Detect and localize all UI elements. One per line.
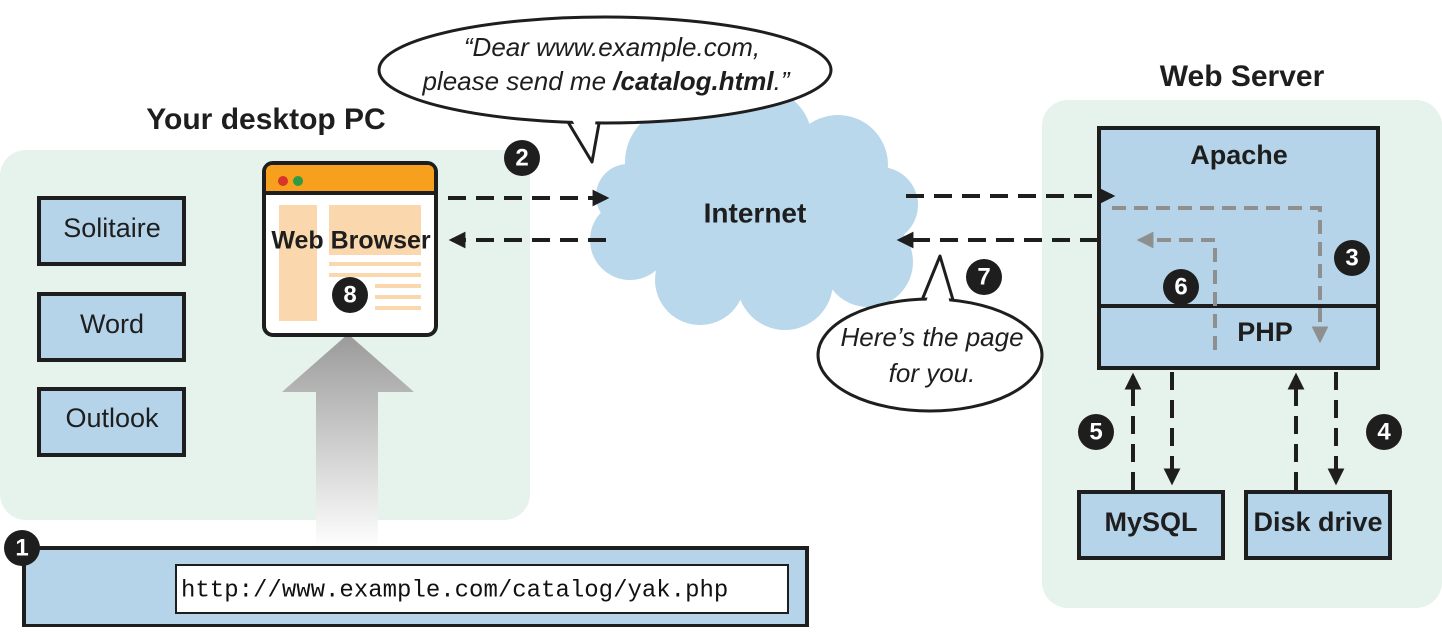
- apache-to-php-arrow: [1112, 206, 1329, 344]
- request-speech-bubble: “Dear www.example.com, please send me /c…: [377, 15, 833, 164]
- step-7-marker: 7: [966, 259, 1002, 295]
- app-solitaire-label: Solitaire: [63, 213, 161, 243]
- svg-text:7: 7: [977, 264, 990, 291]
- step-5-marker: 5: [1078, 414, 1114, 450]
- svg-text:1: 1: [15, 535, 28, 562]
- svg-text:6: 6: [1174, 274, 1187, 301]
- internet-cloud: Internet: [590, 88, 918, 330]
- server-title: Web Server: [1160, 60, 1325, 93]
- request-line-2: please send me /catalog.html.”: [421, 66, 790, 96]
- step-3-marker: 3: [1334, 240, 1370, 276]
- url-field[interactable]: [175, 564, 789, 614]
- response-speech-bubble: Here’s the page for you.: [816, 254, 1044, 413]
- disk-drive-label: Disk drive: [1253, 507, 1382, 537]
- browser-label: Web Browser: [271, 227, 431, 255]
- browser-min-dot: [293, 176, 303, 186]
- svg-text:5: 5: [1089, 419, 1102, 446]
- app-solitaire: Solitaire: [37, 196, 186, 266]
- app-outlook-label: Outlook: [65, 403, 159, 433]
- desktop-title: Your desktop PC: [146, 103, 385, 136]
- apache-php-box: Apache PHP: [1097, 126, 1380, 370]
- url-entry-up-arrow: [282, 334, 414, 548]
- mysql-box: MySQL: [1077, 490, 1225, 560]
- response-line-1: Here’s the page: [840, 322, 1023, 352]
- svg-text:4: 4: [1377, 419, 1391, 446]
- mysql-label: MySQL: [1104, 507, 1197, 537]
- php-label: PHP: [1237, 317, 1293, 347]
- browser-close-dot: [278, 176, 288, 186]
- step-4-marker: 4: [1366, 414, 1402, 450]
- step-2-marker: 2: [504, 140, 540, 176]
- app-word-label: Word: [80, 309, 144, 339]
- internet-label: Internet: [704, 197, 807, 228]
- web-browser-window: Web Browser: [262, 161, 438, 337]
- php-to-apache-arrow: [1136, 231, 1217, 350]
- step-1-marker: 1: [4, 530, 40, 566]
- url-text: http://www.example.com/catalog/yak.php: [181, 577, 728, 604]
- response-line-2: for you.: [889, 358, 976, 388]
- app-word: Word: [37, 292, 186, 362]
- request-line-1: “Dear www.example.com,: [464, 32, 760, 62]
- svg-text:8: 8: [343, 282, 356, 309]
- app-outlook: Outlook: [37, 387, 186, 457]
- step-6-marker: 6: [1163, 269, 1199, 305]
- step-8-marker: 8: [332, 277, 368, 313]
- address-bar: http://www.example.com/catalog/yak.php: [22, 546, 809, 628]
- apache-label: Apache: [1190, 140, 1288, 170]
- disk-drive-box: Disk drive: [1244, 490, 1392, 560]
- svg-text:2: 2: [515, 145, 528, 172]
- svg-text:3: 3: [1345, 245, 1358, 272]
